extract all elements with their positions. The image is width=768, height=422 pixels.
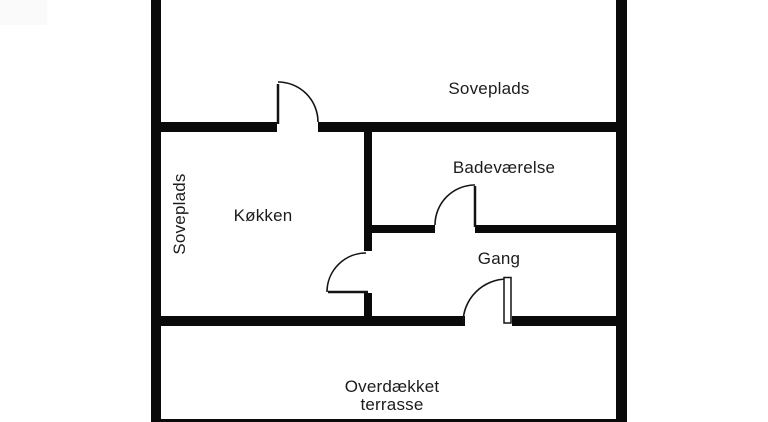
wall-exterior-left: [151, 0, 161, 422]
wall-terrasse-left-segment: [151, 316, 465, 326]
wall-koekken-gang-upper: [364, 122, 372, 251]
door-arc-gang: [462, 278, 508, 324]
room-label-koekken: Køkken: [233, 206, 293, 225]
wall-koekken-gang-lower: [364, 293, 372, 326]
door-arc-soveplads: [277, 81, 319, 123]
room-label-gang: Gang: [477, 249, 521, 268]
door-arc-badevaerelse: [434, 184, 476, 226]
wall-badevaerelse-left-segment: [372, 225, 435, 233]
wall-soveplads-right-segment: [318, 122, 627, 132]
room-label-overdaekket-terrasse: Overdækket terrasse: [344, 377, 440, 414]
watermark-area: [0, 0, 47, 25]
room-label-soveplads-left: Soveplads: [170, 173, 189, 255]
wall-exterior-right: [616, 0, 627, 422]
door-arc-koekken: [326, 252, 367, 293]
door-leaf-gang: [503, 276, 512, 324]
wall-terrasse-right-segment: [512, 316, 627, 326]
wall-soveplads-left-segment: [151, 122, 277, 132]
wall-badevaerelse-right-segment: [475, 225, 627, 233]
wall-exterior-bottom: [151, 419, 627, 422]
room-label-badevaerelse: Badeværelse: [452, 158, 556, 177]
room-label-soveplads-top: Soveplads: [448, 79, 530, 98]
